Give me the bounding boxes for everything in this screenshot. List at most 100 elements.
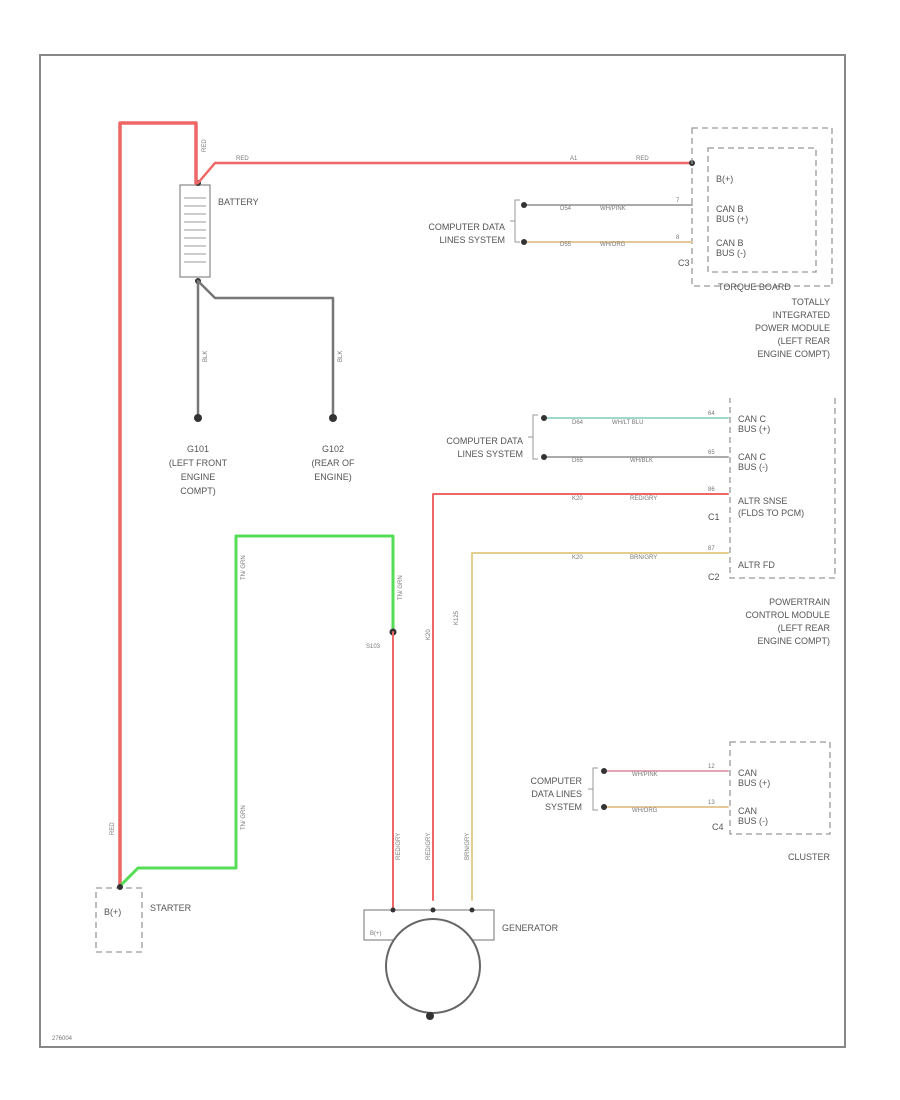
pcm-w3-pin: 86 bbox=[708, 487, 715, 493]
tipm-data-bracket bbox=[510, 199, 520, 243]
field-wire-red-gry bbox=[432, 493, 729, 901]
g102-line1: (REAR OF bbox=[311, 458, 355, 468]
starter-terminal: B(+) bbox=[104, 907, 121, 917]
g102-id: G102 bbox=[322, 444, 344, 454]
generator-pin-1 bbox=[390, 907, 396, 913]
green-wire-label-1: TN/ GRN bbox=[241, 555, 247, 580]
ground-g101-point bbox=[194, 414, 202, 422]
pcm-data-dot-2 bbox=[541, 454, 547, 460]
pcm-w4-code: K20 bbox=[572, 555, 583, 561]
red-starter-wire bbox=[118, 121, 198, 888]
cluster-can-pos: CAN bbox=[738, 768, 757, 778]
pcm-field2: (FLDS TO PCM) bbox=[738, 508, 804, 518]
brn-gry-vertical-label: BRN/GRY bbox=[465, 833, 471, 860]
tipm-w2-code: D55 bbox=[560, 242, 572, 248]
g101-id: G101 bbox=[187, 444, 209, 454]
cluster-connector: C4 bbox=[712, 822, 724, 832]
tipm-name-5: ENGINE COMPT) bbox=[757, 349, 830, 359]
cluster-data-bracket bbox=[588, 767, 598, 811]
pcm-w2-color: WH/BLK bbox=[630, 458, 653, 464]
pcm-connector-1: C1 bbox=[708, 512, 720, 522]
generator-pin-3 bbox=[469, 907, 475, 913]
pcm-name-4: ENGINE COMPT) bbox=[757, 636, 830, 646]
k20-vertical-label: K20 bbox=[426, 629, 432, 640]
green-wire-label-2: TN/ GRN bbox=[398, 575, 404, 600]
k125-vertical-label: K125 bbox=[454, 610, 460, 625]
tipm-data-label-2: LINES SYSTEM bbox=[439, 235, 505, 245]
generator-ground bbox=[426, 1012, 434, 1020]
cluster-data-label-2: DATA LINES bbox=[531, 789, 582, 799]
cluster-data-label-1: COMPUTER bbox=[531, 776, 583, 786]
tipm-canb-pos2: BUS (+) bbox=[716, 214, 748, 224]
pcm-canc-pos: CAN C bbox=[738, 414, 767, 424]
cluster-can-pos2: BUS (+) bbox=[738, 778, 770, 788]
tipm-fuse-label: TORQUE BOARD bbox=[718, 282, 791, 292]
g102-line2: ENGINE) bbox=[314, 472, 352, 482]
generator-body bbox=[385, 918, 481, 1014]
battery-label: BATTERY bbox=[218, 197, 259, 207]
pcm-w4-pin: 87 bbox=[708, 546, 715, 552]
splice-label: S103 bbox=[366, 644, 381, 650]
pcm-data-label-1: COMPUTER DATA bbox=[446, 436, 523, 446]
tipm-name-4: (LEFT REAR bbox=[778, 336, 831, 346]
ground-wire-label-1: BLK bbox=[203, 351, 209, 362]
pcm-data-label-2: LINES SYSTEM bbox=[457, 449, 523, 459]
generator-pin-2 bbox=[430, 907, 436, 913]
pcm-name-2: CONTROL MODULE bbox=[745, 610, 830, 620]
red-tipm-wire bbox=[196, 161, 694, 185]
pcm-canc-neg2: BUS (-) bbox=[738, 462, 768, 472]
pcm-data-dot-1 bbox=[541, 415, 547, 421]
pcm-canc-pos2: BUS (+) bbox=[738, 424, 770, 434]
red-wire-label-2: RED bbox=[636, 156, 649, 162]
pcm-box bbox=[729, 398, 836, 579]
pcm-canc-neg: CAN C bbox=[738, 452, 767, 462]
red-gry-vertical-label-2: RED/GRY bbox=[426, 833, 432, 860]
tipm-w2-color: WH/ORG bbox=[600, 242, 626, 248]
tipm-fuse-box bbox=[691, 127, 833, 287]
tipm-data-dot-1 bbox=[521, 202, 527, 208]
ground-wire-label-2: BLK bbox=[338, 351, 344, 362]
green-wire bbox=[118, 534, 395, 888]
cluster-data-dot-1 bbox=[601, 768, 607, 774]
red-gry-vertical-label-1: RED/GRY bbox=[396, 833, 402, 860]
pcm-w1-code: D64 bbox=[572, 420, 584, 426]
starter-box bbox=[95, 887, 143, 953]
cluster-w1-color: WH/PINK bbox=[632, 772, 658, 778]
cluster-w2-color: WH/ORG bbox=[632, 808, 658, 814]
pcm-connector-2: C2 bbox=[708, 572, 720, 582]
red-wire-label-1: RED bbox=[236, 156, 249, 162]
tipm-name-3: POWER MODULE bbox=[755, 323, 830, 333]
pcm-alt-fd: ALTR FD bbox=[738, 560, 775, 570]
starter-pin bbox=[117, 884, 123, 890]
pcm-name-3: (LEFT REAR bbox=[778, 623, 831, 633]
starter-red-wire-label: RED bbox=[110, 822, 116, 835]
tipm-w1-color: WH/PINK bbox=[600, 206, 626, 212]
generator-terminal: B(+) bbox=[370, 931, 382, 937]
pcm-name-1: POWERTRAIN bbox=[769, 597, 830, 607]
tipm-canb-neg: CAN B bbox=[716, 238, 744, 248]
ground-wire-g102 bbox=[196, 279, 335, 417]
pcm-w1-pin: 64 bbox=[708, 411, 715, 417]
tipm-w2-pin: 8 bbox=[676, 235, 680, 241]
tipm-data-dot-2 bbox=[521, 239, 527, 245]
g101-line2: ENGINE bbox=[181, 472, 216, 482]
pcm-w3-color: RED/GRY bbox=[630, 496, 657, 502]
tipm-w1-code: D54 bbox=[560, 206, 572, 212]
tipm-inner-box bbox=[707, 147, 817, 273]
pcm-w2-code: D65 bbox=[572, 458, 584, 464]
red-wire-circuit-label: A1 bbox=[570, 156, 578, 162]
cluster-label: CLUSTER bbox=[788, 852, 831, 862]
tipm-data-label-1: COMPUTER DATA bbox=[428, 222, 505, 232]
tipm-canb-pos: CAN B bbox=[716, 204, 744, 214]
cluster-w2-pin: 13 bbox=[708, 800, 715, 806]
cluster-box bbox=[729, 741, 831, 835]
pcm-field: ALTR SNSE bbox=[738, 496, 787, 506]
tipm-canb-neg2: BUS (-) bbox=[716, 248, 746, 258]
diagram-frame bbox=[39, 54, 846, 1048]
generator-label: GENERATOR bbox=[502, 923, 559, 933]
tipm-connector: C3 bbox=[678, 258, 690, 268]
g101-line1: (LEFT FRONT bbox=[169, 458, 228, 468]
tipm-name-2: INTEGRATED bbox=[773, 310, 831, 320]
